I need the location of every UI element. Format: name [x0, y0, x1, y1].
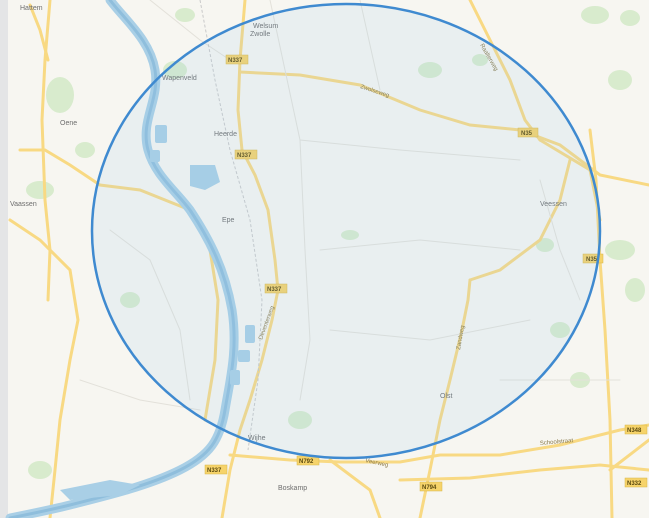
place-veessen: Veessen [540, 201, 567, 208]
road-shield: N35 [517, 127, 539, 138]
place-oene: Oene [60, 120, 77, 127]
road-shield: N794 [419, 481, 443, 492]
map-frame [0, 0, 8, 518]
place-boskamp: Boskamp [278, 485, 307, 492]
place-vaassen: Vaassen [10, 201, 37, 208]
lakes [60, 125, 255, 500]
place-heerde: Heerde [214, 131, 237, 138]
place-hattem: Hattem [20, 5, 43, 12]
svg-text:N337: N337 [237, 153, 252, 159]
svg-text:N35: N35 [521, 131, 533, 137]
svg-text:N337: N337 [267, 287, 282, 293]
minor-roads [79, 0, 621, 411]
place-labels: Hattem Heerde Wapenveld Epe Vaassen Zwol… [10, 5, 567, 492]
green-areas [26, 6, 645, 479]
major-roads [8, 0, 649, 518]
svg-text:N792: N792 [299, 459, 314, 465]
road-label: Zandweg [456, 325, 466, 350]
radius-circle-overlay[interactable] [90, 2, 602, 460]
place-wijhe: Wijhe [248, 435, 266, 442]
place-zwolle: Zwolle [250, 31, 270, 38]
road-shields: N337 N337 N337 N337 N35 N35 N348 N792 [204, 54, 648, 492]
road-shield: N337 [234, 149, 258, 160]
road-shield: N337 [264, 283, 288, 294]
road-label: Veerweg [365, 458, 389, 469]
place-wapenveld: Wapenveld [162, 75, 197, 82]
road-shield: N348 [624, 424, 648, 435]
svg-text:N348: N348 [627, 428, 642, 434]
road-shield: N337 [204, 464, 228, 475]
place-olst: Olst [440, 393, 453, 400]
railway [199, 0, 263, 451]
svg-text:N35: N35 [586, 257, 598, 263]
road-shield: N337 [225, 54, 249, 65]
svg-text:N332: N332 [627, 481, 642, 487]
place-epe: Epe [222, 217, 235, 224]
place-welsum: Welsum [253, 23, 278, 30]
svg-text:N337: N337 [207, 468, 222, 474]
road-label: Schoolstraat [540, 438, 574, 447]
svg-text:N337: N337 [228, 58, 243, 64]
road-shield: N332 [624, 477, 648, 488]
svg-text:N794: N794 [422, 485, 437, 491]
road-shield: N35 [582, 253, 604, 264]
